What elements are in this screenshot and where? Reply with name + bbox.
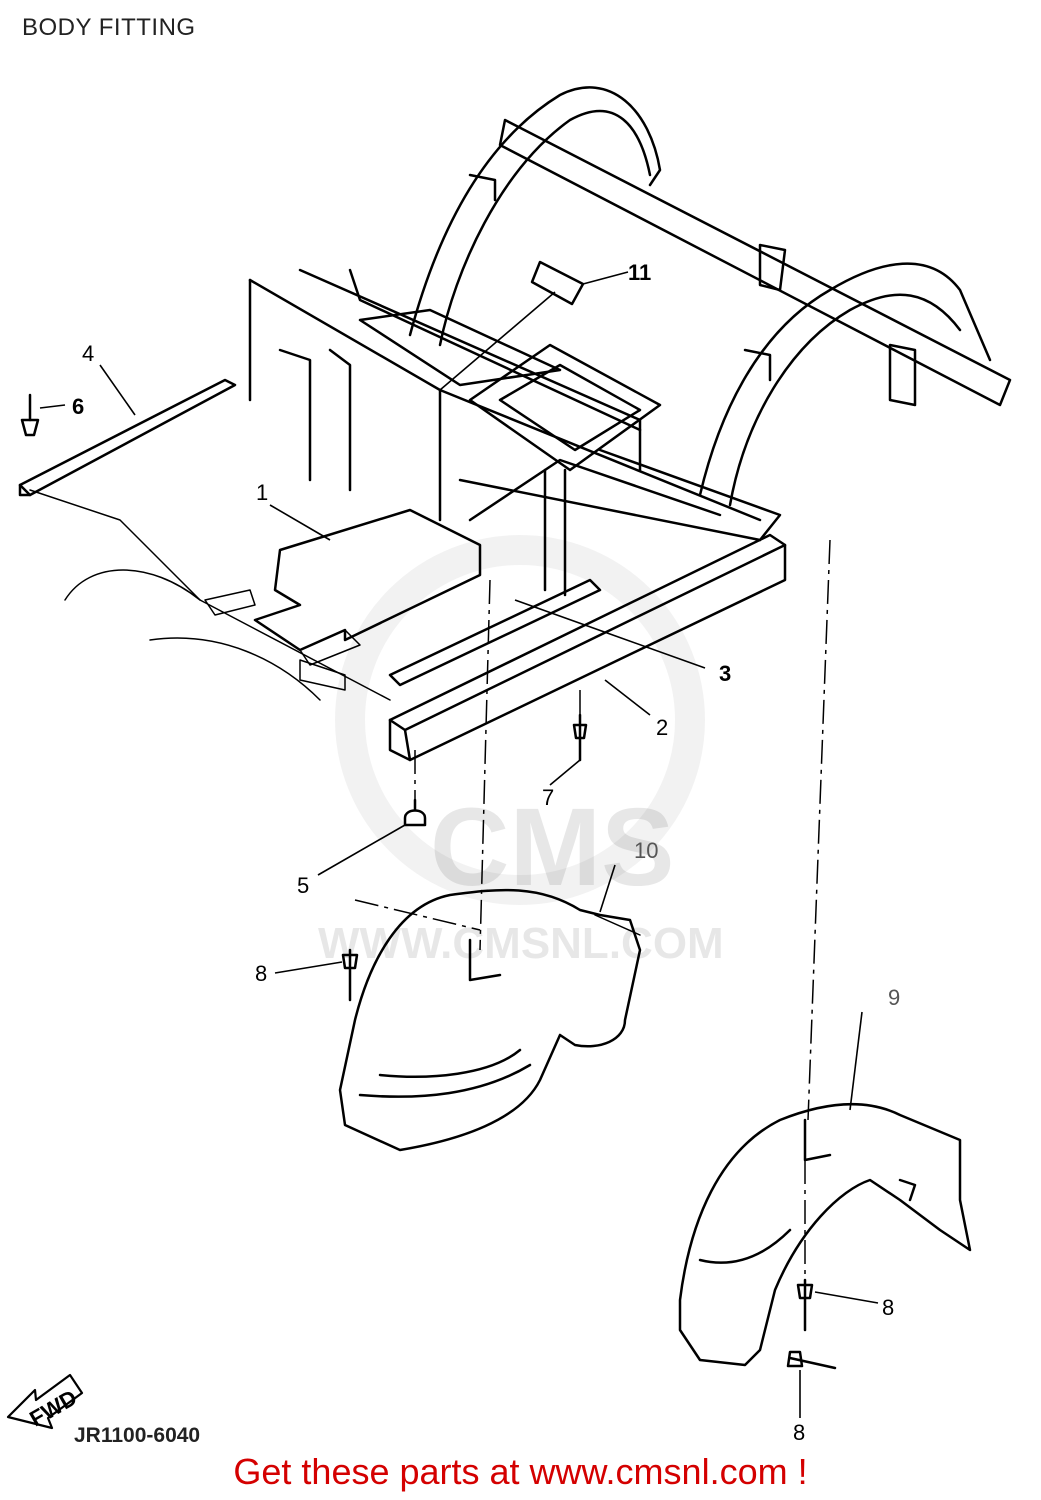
callout-10: 10 xyxy=(634,838,658,863)
part-9-front-fender xyxy=(678,1103,972,1367)
callout-7: 7 xyxy=(542,785,554,810)
part-6-rivet xyxy=(20,393,40,437)
callout-8c: 8 xyxy=(793,1420,805,1445)
part-11-label xyxy=(530,260,585,306)
watermark-main: CMS xyxy=(430,786,674,909)
part-8-rivet-mid xyxy=(796,1278,814,1332)
leader-lines xyxy=(39,271,879,1418)
part-8-rivet-upper xyxy=(341,948,359,1002)
assembly-lines xyxy=(354,539,831,1275)
part-2-side-rail xyxy=(388,533,787,762)
callout-11: 11 xyxy=(628,260,651,285)
part-8-rivet-low xyxy=(786,1350,837,1370)
part-5-rivet xyxy=(403,798,427,827)
part-7-rivet xyxy=(572,713,588,762)
diagram-code: JR1100-6040 xyxy=(74,1424,201,1447)
callout-3: 3 xyxy=(719,661,731,686)
watermark-url: WWW.CMSNL.COM xyxy=(318,919,724,968)
part-3-floor-bar xyxy=(388,578,602,687)
callout-2: 2 xyxy=(656,715,668,740)
floor-outline xyxy=(29,489,391,701)
callout-9: 9 xyxy=(888,985,900,1010)
page-title: BODY FITTING xyxy=(22,14,196,41)
part-10-rear-fender xyxy=(338,888,642,1152)
callout-8b: 8 xyxy=(882,1295,894,1320)
callout-6: 6 xyxy=(72,394,84,419)
callout-8a: 8 xyxy=(255,961,267,986)
fwd-arrow-icon: FWD xyxy=(6,1373,84,1431)
callout-numbers: 1 2 3 4 5 6 7 8 9 10 11 8 8 xyxy=(72,260,900,1445)
callout-4: 4 xyxy=(82,341,94,366)
part-4-left-rail xyxy=(18,378,237,497)
callout-1: 1 xyxy=(256,480,268,505)
rear-frame xyxy=(248,86,1012,597)
promo-link[interactable]: Get these parts at www.cmsnl.com ! xyxy=(233,1451,808,1492)
callout-5: 5 xyxy=(297,873,309,898)
